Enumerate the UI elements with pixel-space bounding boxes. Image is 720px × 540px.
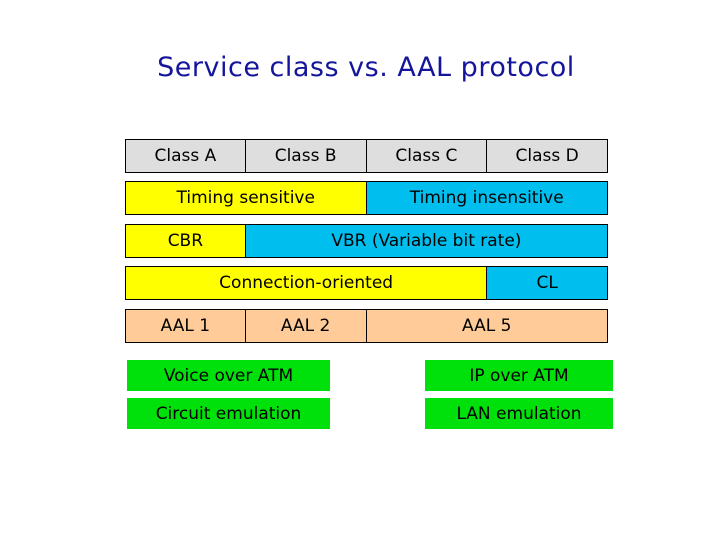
cell-timing-insensitive: Timing insensitive (366, 181, 608, 215)
box-voice-over-atm: Voice over ATM (127, 360, 330, 391)
bit-rate-row: CBR VBR (Variable bit rate) (125, 224, 608, 258)
box-ip-over-atm: IP over ATM (425, 360, 613, 391)
service-class-row: Class A Class B Class C Class D (125, 139, 608, 173)
cell-class-a: Class A (125, 139, 246, 173)
cell-connectionless: CL (487, 266, 608, 300)
cell-aal-2: AAL 2 (245, 309, 367, 343)
slide-title: Service class vs. AAL protocol (157, 52, 575, 83)
cell-vbr: VBR (Variable bit rate) (245, 224, 608, 258)
cell-timing-sensitive: Timing sensitive (125, 181, 367, 215)
box-lan-emulation: LAN emulation (425, 398, 613, 429)
cell-aal-1: AAL 1 (125, 309, 246, 343)
timing-row: Timing sensitive Timing insensitive (125, 181, 608, 215)
cell-class-b: Class B (245, 139, 367, 173)
cell-cbr: CBR (125, 224, 246, 258)
box-circuit-emulation: Circuit emulation (127, 398, 330, 429)
cell-aal-5: AAL 5 (366, 309, 608, 343)
cell-class-d: Class D (487, 139, 608, 173)
cell-connection-oriented: Connection-oriented (125, 266, 488, 300)
connection-row: Connection-oriented CL (125, 266, 608, 300)
aal-protocol-row: AAL 1 AAL 2 AAL 5 (125, 309, 608, 343)
cell-class-c: Class C (366, 139, 488, 173)
